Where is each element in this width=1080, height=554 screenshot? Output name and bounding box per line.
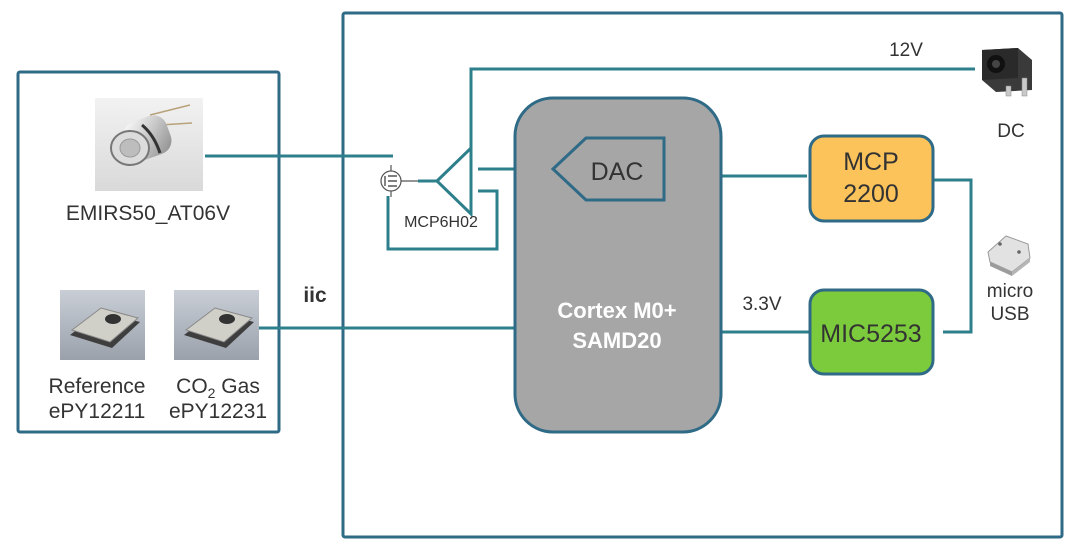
dc-jack-label: DC (997, 121, 1024, 142)
op-amp-icon (434, 144, 473, 218)
rail-3v3-label: 3.3V (742, 294, 781, 315)
regulator-block (808, 288, 935, 376)
mcu-block (513, 96, 723, 434)
co2-label-line1: CO2 Gas (176, 375, 260, 401)
micro-usb-label-line1: micro (987, 281, 1033, 302)
reference-label-line2: ePY12211 (49, 400, 146, 423)
usb-bridge-block (808, 134, 935, 223)
wire-12v-rail (469, 67, 975, 160)
dc-jack-icon (982, 48, 1032, 97)
reference-sensor-icon (60, 290, 145, 360)
sensor-module-frame (16, 70, 281, 434)
mosfet-icon (380, 165, 418, 197)
wires (205, 67, 975, 334)
dac-label: DAC (591, 158, 644, 186)
micro-usb-icon (987, 235, 1031, 276)
mcu-label-line2: SAMD20 (572, 328, 661, 353)
mcu-label-line1: Cortex M0+ (557, 298, 676, 323)
driver-label: MCP6H02 (404, 214, 478, 231)
regulator-label: MIC5253 (820, 320, 921, 348)
iic-bus-label: iic (303, 284, 327, 307)
micro-usb-label-line2: USB (990, 304, 1029, 325)
wire-feedback-loop (386, 189, 499, 251)
rail-12v-label: 12V (889, 40, 923, 61)
ir-emitter-icon (95, 98, 203, 191)
usb-bridge-label-line2: 2200 (843, 180, 899, 208)
co2-sensor-icon (174, 290, 259, 360)
dac-block (550, 136, 666, 202)
wire-usb (933, 178, 973, 334)
reference-label-line1: Reference (49, 375, 146, 398)
usb-bridge-label-line1: MCP (843, 148, 899, 176)
co2-label-line2: ePY12231 (169, 400, 267, 423)
main-board-frame (341, 11, 1064, 539)
emitter-label: EMIRS50_AT06V (66, 202, 230, 225)
